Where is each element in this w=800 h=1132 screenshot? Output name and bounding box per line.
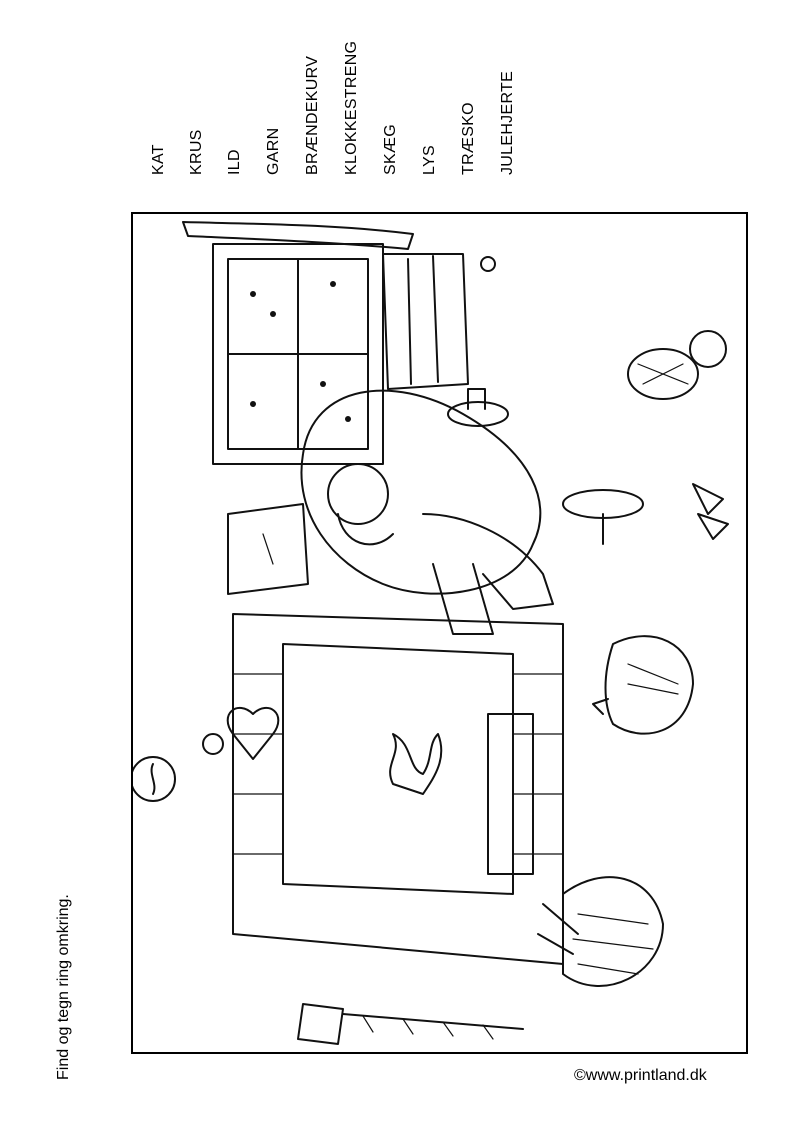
copyright-text: ©www.printland.dk	[574, 1067, 707, 1084]
instruction-text: Find og tegn ring omkring.	[55, 894, 72, 1080]
fireplace	[232, 613, 564, 965]
word-krus: KRUS	[188, 129, 205, 175]
wall-lamp	[227, 503, 309, 595]
bell-pull	[297, 1003, 524, 1045]
side-table-with-mug	[447, 388, 644, 545]
word-klokkestreng: KLOKKESTRENG	[343, 40, 360, 175]
word-lys: LYS	[421, 145, 438, 175]
word-kat: KAT	[150, 144, 167, 175]
candle	[133, 733, 224, 802]
word-julehjerte: JULEHJERTE	[499, 70, 516, 175]
firewood-basket	[537, 876, 664, 987]
yarn-basket	[627, 330, 727, 400]
clogs	[692, 483, 729, 540]
word-skaeg: SKÆG	[382, 124, 399, 175]
illustration-frame	[131, 212, 748, 1054]
dresser	[382, 253, 496, 390]
cat	[592, 635, 694, 735]
window	[182, 221, 414, 465]
word-traesko: TRÆSKO	[460, 102, 477, 175]
word-braendekurv: BRÆNDEKURV	[304, 55, 321, 175]
word-garn: GARN	[265, 127, 282, 175]
christmas-heart	[226, 707, 280, 760]
armchair-with-grandpa	[300, 389, 554, 635]
word-ild: ILD	[226, 149, 243, 175]
coloring-illustration	[133, 221, 729, 1045]
